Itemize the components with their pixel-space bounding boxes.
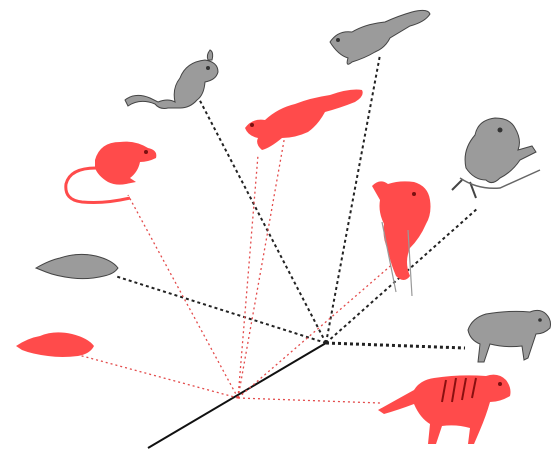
marsupial-mouse-icon: [66, 142, 157, 203]
branch-cuscus: [238, 262, 395, 398]
branch-marsupial-mole: [60, 350, 238, 398]
jerboa-icon: [125, 50, 218, 109]
cuscus-icon: [372, 181, 431, 296]
branch-mole: [115, 276, 326, 343]
thylacine-icon: [378, 375, 511, 444]
branch-marsupial-mouse: [128, 195, 238, 398]
wolf-icon: [468, 310, 551, 362]
branch-wolf: [326, 343, 465, 348]
branch-thylacine: [238, 398, 380, 403]
sugar-glider-icon: [245, 90, 363, 150]
mole-icon: [36, 254, 118, 278]
tree-trunk: [148, 343, 326, 448]
marsupial-mole-icon: [16, 332, 94, 357]
lemur-icon: [452, 118, 540, 198]
branch-sugar-glider: [238, 135, 285, 398]
flying-squirrel-icon: [330, 10, 430, 64]
